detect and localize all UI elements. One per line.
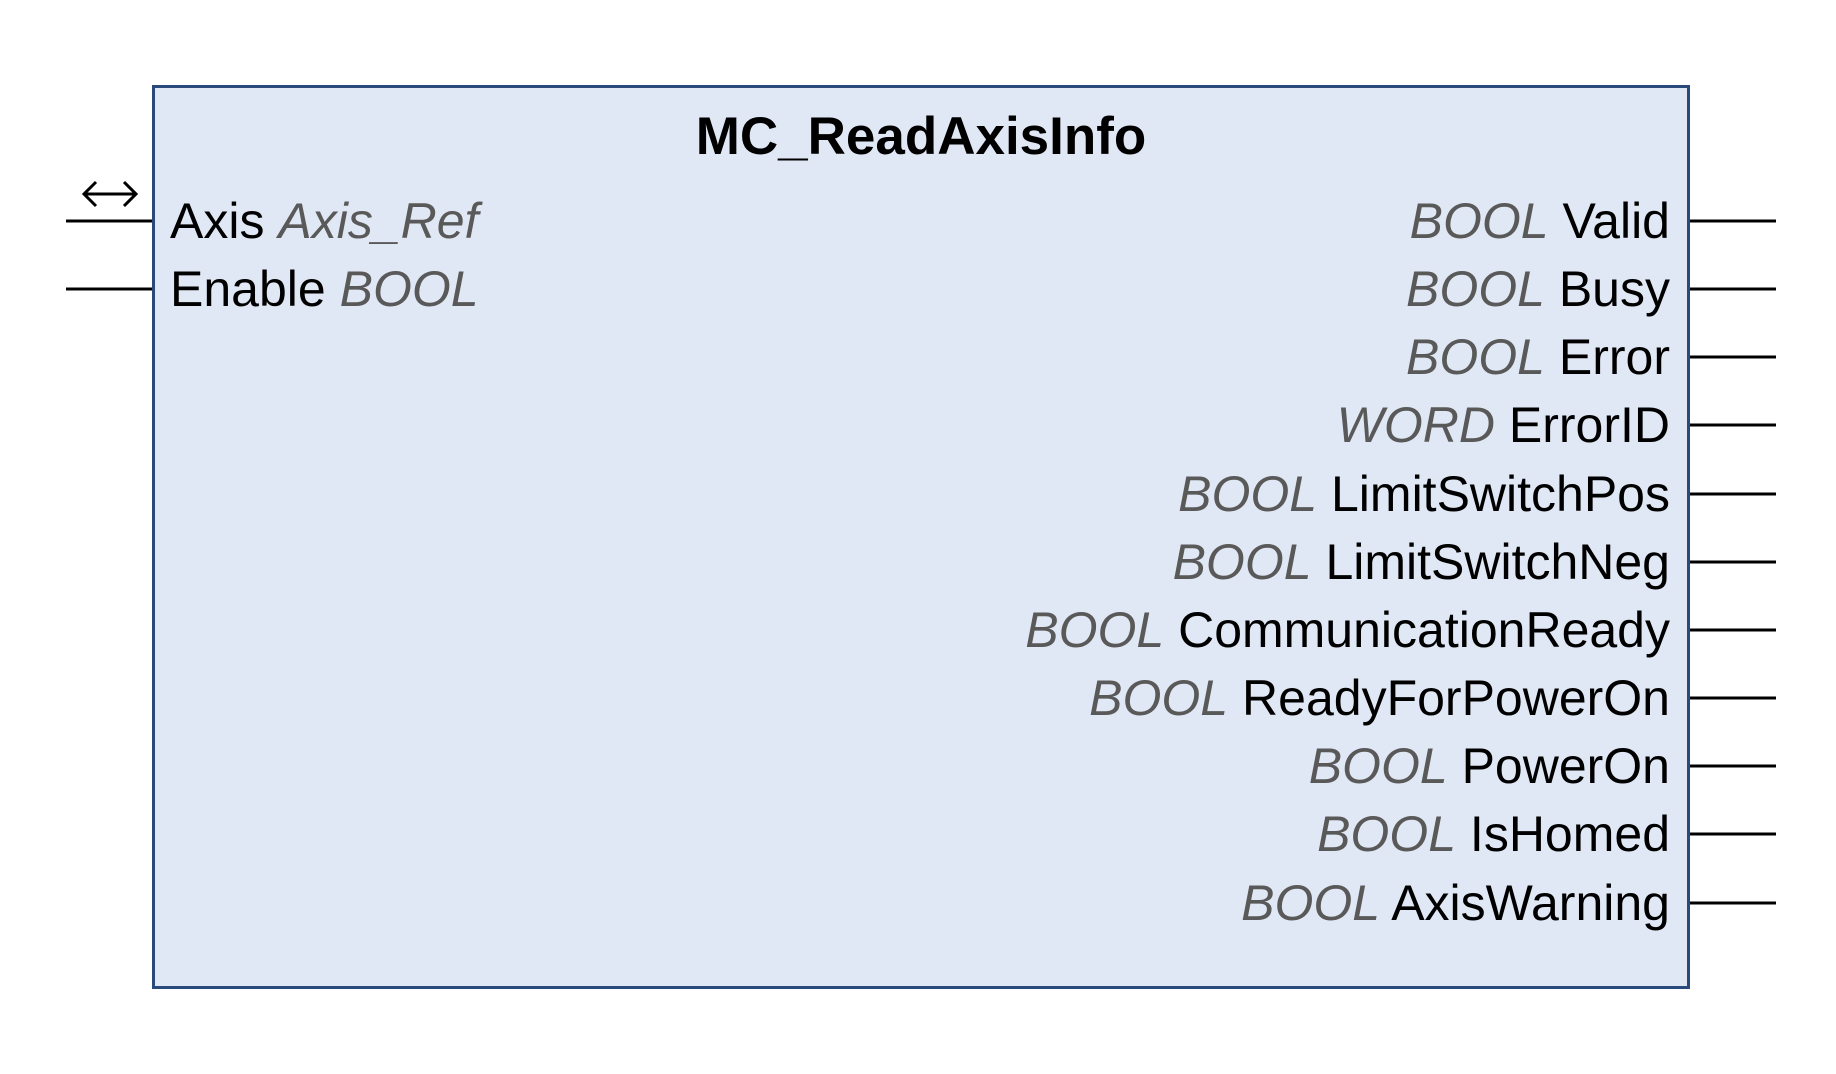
function-block: MC_ReadAxisInfo [152, 85, 1690, 989]
output-pin-line-valid [1690, 219, 1776, 223]
output-pin-valid: BOOL Valid [1410, 196, 1670, 246]
pin-name: ReadyForPowerOn [1242, 670, 1670, 726]
output-pin-errorid: WORD ErrorID [1337, 400, 1670, 450]
pin-type: BOOL [1178, 466, 1318, 522]
input-pin-line-enable [66, 287, 152, 291]
output-pin-line-errorid [1690, 423, 1776, 427]
pin-type: BOOL [1405, 261, 1545, 317]
pin-name: Error [1558, 329, 1670, 385]
output-pin-line-error [1690, 355, 1776, 359]
pin-type: Axis_Ref [278, 193, 479, 249]
pin-type: BOOL [339, 261, 479, 317]
pin-name: Busy [1558, 261, 1670, 317]
pin-type: BOOL [1089, 670, 1229, 726]
pin-type: BOOL [1025, 602, 1165, 658]
pin-type: BOOL [1409, 193, 1549, 249]
output-pin-ishomed: BOOL IsHomed [1317, 809, 1670, 859]
pin-type: BOOL [1406, 329, 1545, 385]
pin-name: LimitSwitchNeg [1325, 534, 1670, 590]
output-pin-poweron: BOOL PowerOn [1309, 741, 1670, 791]
input-pin-enable: Enable BOOL [170, 264, 479, 314]
output-pin-line-busy [1690, 287, 1776, 291]
output-pin-line-poweron [1690, 764, 1776, 768]
output-pin-line-limitswitchneg [1690, 560, 1776, 564]
output-pin-line-ishomed [1690, 832, 1776, 836]
pin-type: BOOL [1241, 875, 1381, 931]
input-pin-line-axis [66, 219, 152, 223]
pin-name: IsHomed [1469, 806, 1670, 862]
output-pin-axiswarning: BOOL AxisWarning [1241, 878, 1670, 928]
output-pin-line-readyforpoweron [1690, 696, 1776, 700]
output-pin-busy: BOOL Busy [1406, 264, 1670, 314]
input-pin-axis: Axis Axis_Ref [170, 196, 478, 246]
output-pin-line-axiswarning [1690, 901, 1776, 905]
output-pin-line-communicationready [1690, 628, 1776, 632]
output-pin-limitswitchpos: BOOL LimitSwitchPos [1178, 469, 1670, 519]
output-pin-error: BOOL Error [1406, 332, 1670, 382]
pin-name: Axis [170, 193, 265, 249]
pin-name: CommunicationReady [1178, 602, 1670, 658]
output-pin-readyforpoweron: BOOL ReadyForPowerOn [1089, 673, 1670, 723]
pin-name: ErrorID [1508, 397, 1670, 453]
pin-name: AxisWarning [1391, 875, 1670, 931]
block-title: MC_ReadAxisInfo [695, 107, 1147, 166]
pin-type: WORD [1336, 397, 1495, 453]
pin-type: BOOL [1172, 534, 1312, 590]
pin-name: LimitSwitchPos [1331, 466, 1670, 522]
pin-name: PowerOn [1461, 738, 1670, 794]
double-arrow-icon [81, 180, 139, 208]
output-pin-communicationready: BOOL CommunicationReady [1025, 605, 1670, 655]
pin-type: BOOL [1308, 738, 1448, 794]
output-pin-line-limitswitchpos [1690, 492, 1776, 496]
pin-name: Enable [170, 261, 326, 317]
output-pin-limitswitchneg: BOOL LimitSwitchNeg [1173, 537, 1670, 587]
pin-name: Valid [1562, 193, 1670, 249]
pin-type: BOOL [1317, 806, 1457, 862]
